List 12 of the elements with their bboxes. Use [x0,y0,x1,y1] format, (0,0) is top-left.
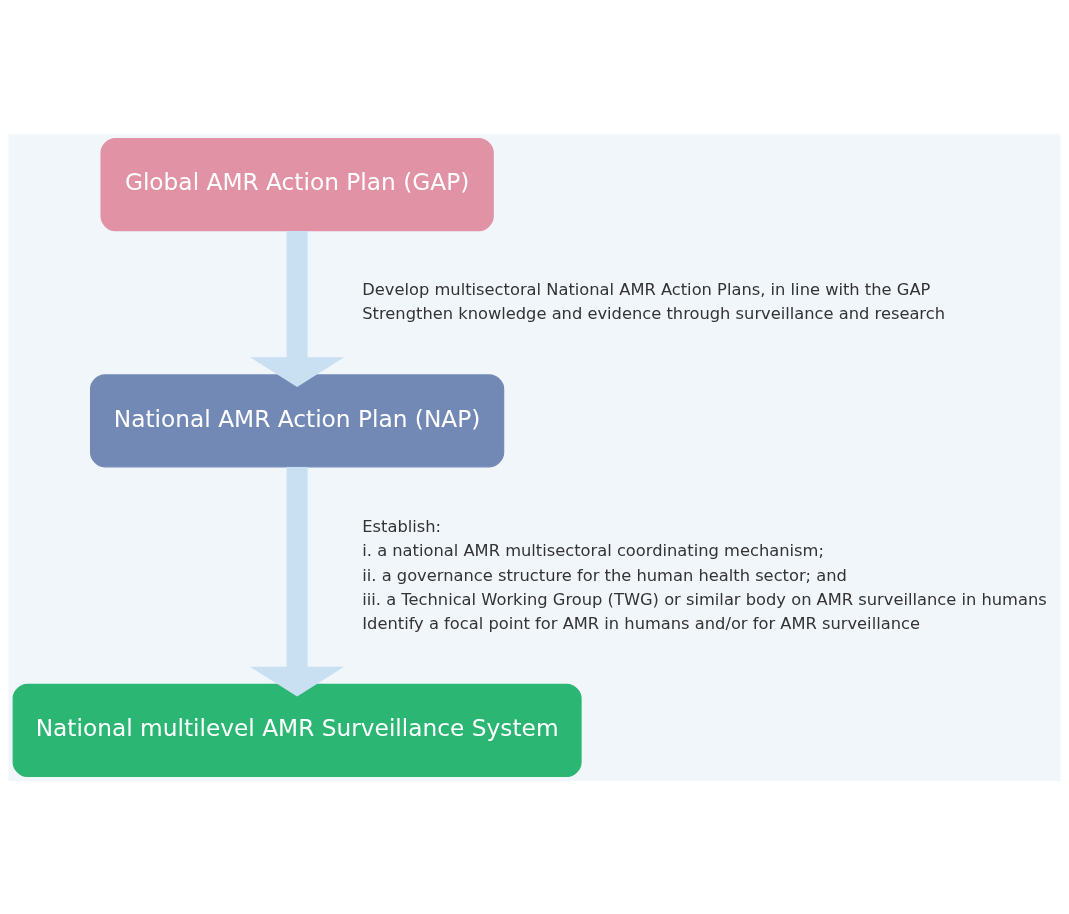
label: Identify a focal point for AMR in humans and/or for AMR surveillance [362,613,920,633]
label: Strengthen knowledge and evidence through surveillance and research [362,303,945,323]
arrow [250,466,345,696]
node-box: Global AMR Action Plan (GAP) [100,137,494,231]
label: i. a national AMR multisectoral coordinating mechanism; [362,540,824,560]
label: iii. a Technical Working Group (TWG) or similar body on AMR surveillance in humans [362,589,1047,609]
arrow [250,230,345,387]
label: Establish: [362,516,442,536]
label: Develop multisectoral National AMR Action Plans, in line with the GAP [362,279,931,299]
label: ii. a governance structure for the human health sector; and [362,565,847,584]
node-box: National multilevel AMR Surveillance System [12,683,582,777]
node-box: National AMR Action Plan (NAP) [90,373,505,467]
